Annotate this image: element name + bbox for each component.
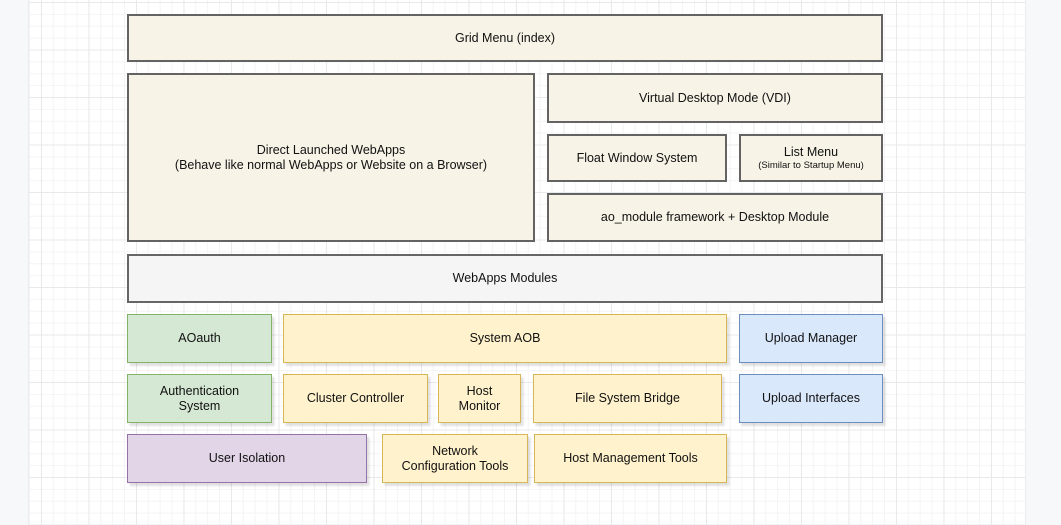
- node-host-monitor[interactable]: Host Monitor: [438, 374, 521, 423]
- node-label: Virtual Desktop Mode (VDI): [639, 90, 791, 105]
- node-float-window-system[interactable]: Float Window System: [547, 134, 727, 182]
- node-label: Upload Manager: [764, 331, 858, 345]
- node-list-menu[interactable]: List Menu (Similar to Startup Menu): [739, 134, 883, 182]
- canvas-right-gutter: [1024, 0, 1061, 525]
- node-label: AOauth: [178, 331, 221, 345]
- node-label: Host: [466, 383, 493, 398]
- node-label: WebApps Modules: [452, 271, 558, 285]
- node-cluster-controller[interactable]: Cluster Controller: [283, 374, 428, 423]
- node-label: Upload Interfaces: [762, 391, 860, 405]
- node-network-configuration-tools[interactable]: Network Configuration Tools: [382, 434, 528, 483]
- node-label: Direct Launched WebApps: [256, 142, 406, 157]
- node-upload-interfaces[interactable]: Upload Interfaces: [739, 374, 883, 423]
- node-ao-module-framework[interactable]: ao_module framework + Desktop Module: [547, 193, 883, 242]
- node-label: ao_module framework + Desktop Module: [600, 210, 830, 224]
- node-system-aob[interactable]: System AOB: [283, 314, 727, 363]
- node-file-system-bridge[interactable]: File System Bridge: [533, 374, 722, 423]
- node-grid-menu[interactable]: Grid Menu (index): [127, 14, 883, 62]
- node-host-management-tools[interactable]: Host Management Tools: [534, 434, 727, 483]
- node-label: List Menu: [783, 144, 839, 159]
- canvas-left-gutter: [0, 0, 28, 525]
- node-label: File System Bridge: [575, 391, 680, 405]
- node-sublabel: (Similar to Startup Menu): [758, 159, 864, 171]
- node-direct-launched-webapps[interactable]: Direct Launched WebApps (Behave like nor…: [127, 73, 535, 242]
- node-sublabel: System: [178, 398, 221, 413]
- node-label: Authentication: [159, 383, 240, 398]
- node-upload-manager[interactable]: Upload Manager: [739, 314, 883, 363]
- node-label: User Isolation: [208, 451, 286, 465]
- node-sublabel: Configuration Tools: [401, 458, 509, 473]
- node-webapps-modules[interactable]: WebApps Modules: [127, 254, 883, 303]
- node-user-isolation[interactable]: User Isolation: [127, 434, 367, 483]
- node-authentication-system[interactable]: Authentication System: [127, 374, 272, 423]
- node-label: Network: [432, 443, 478, 458]
- node-sublabel: Monitor: [458, 398, 501, 413]
- node-sublabel: (Behave like normal WebApps or Website o…: [174, 157, 488, 172]
- node-label: Host Management Tools: [563, 451, 698, 465]
- node-aoauth[interactable]: AOauth: [127, 314, 272, 363]
- node-label: Cluster Controller: [306, 391, 405, 405]
- node-virtual-desktop-mode[interactable]: Virtual Desktop Mode (VDI): [547, 73, 883, 123]
- node-label: System AOB: [469, 331, 541, 345]
- node-label: Float Window System: [576, 150, 698, 165]
- node-label: Grid Menu (index): [454, 30, 556, 45]
